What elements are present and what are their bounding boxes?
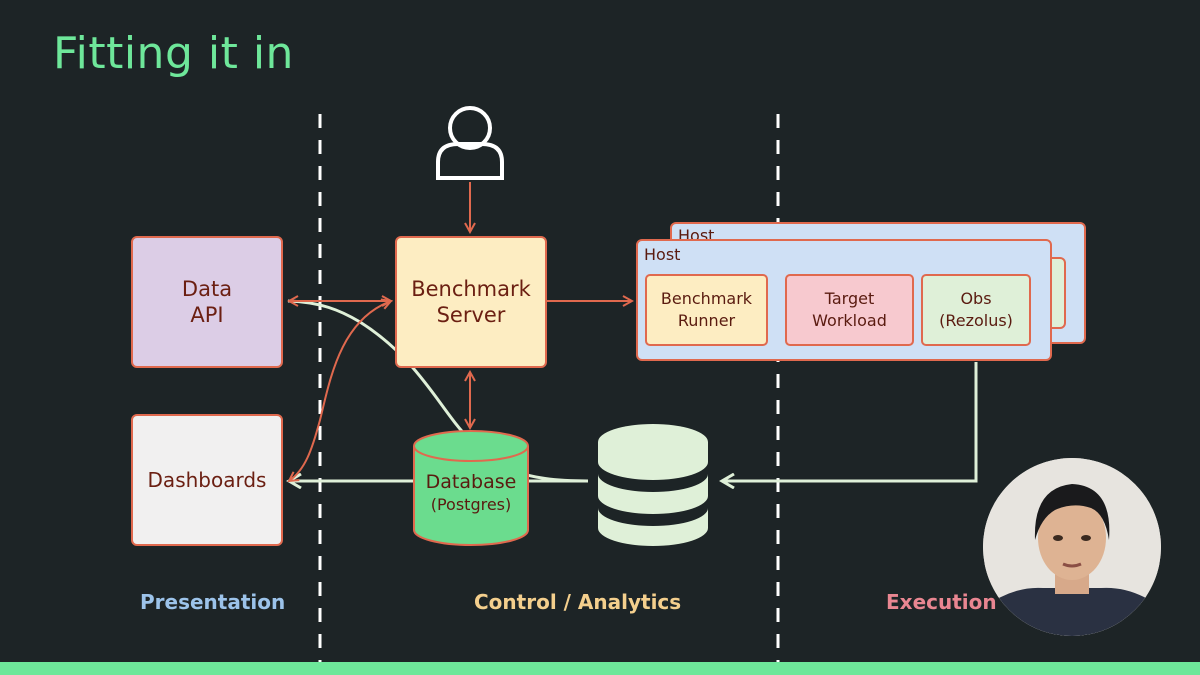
target-workload-label-1: Target	[824, 289, 875, 309]
arrow-server-dashboards	[289, 301, 391, 481]
benchmark-server-label-2: Server	[436, 303, 506, 327]
benchmark-server-label-1: Benchmark	[411, 276, 531, 301]
dashboards-label: Dashboards	[147, 467, 267, 492]
benchmark-runner-label-1: Benchmark	[660, 289, 753, 309]
bottom-accent-bar	[0, 662, 1200, 675]
presenter-video	[983, 458, 1161, 636]
database-stack-icon	[598, 424, 708, 546]
benchmark-runner-label-2: Runner	[677, 311, 736, 330]
data-api-label-2: API	[190, 303, 224, 327]
obs-box: Obs (Rezolus)	[921, 274, 1031, 346]
host-front-label: Host	[644, 245, 681, 264]
database-label-2: (Postgres)	[430, 494, 512, 514]
database-label-1: Database	[425, 471, 517, 493]
database-cylinder	[413, 430, 529, 546]
section-presentation: Presentation	[140, 590, 286, 614]
benchmark-server-box: Benchmark Server	[395, 236, 547, 368]
target-workload-box: Target Workload	[785, 274, 914, 346]
obs-label-1: Obs	[960, 289, 992, 309]
section-control-analytics: Control / Analytics	[474, 590, 682, 614]
flow-obs-to-stack	[722, 362, 978, 481]
user-icon	[436, 106, 504, 180]
data-api-box: Data API	[131, 236, 283, 368]
benchmark-runner-box: Benchmark Runner	[645, 274, 768, 346]
target-workload-label-2: Workload	[812, 311, 887, 330]
dashboards-box: Dashboards	[131, 414, 283, 546]
slide-title: Fitting it in	[53, 28, 294, 79]
presenter-avatar-icon	[983, 458, 1161, 636]
section-execution: Execution	[886, 590, 997, 614]
database-label: Database (Postgres)	[414, 470, 528, 515]
data-api-label-1: Data	[181, 276, 233, 301]
obs-label-2: (Rezolus)	[939, 311, 1013, 330]
